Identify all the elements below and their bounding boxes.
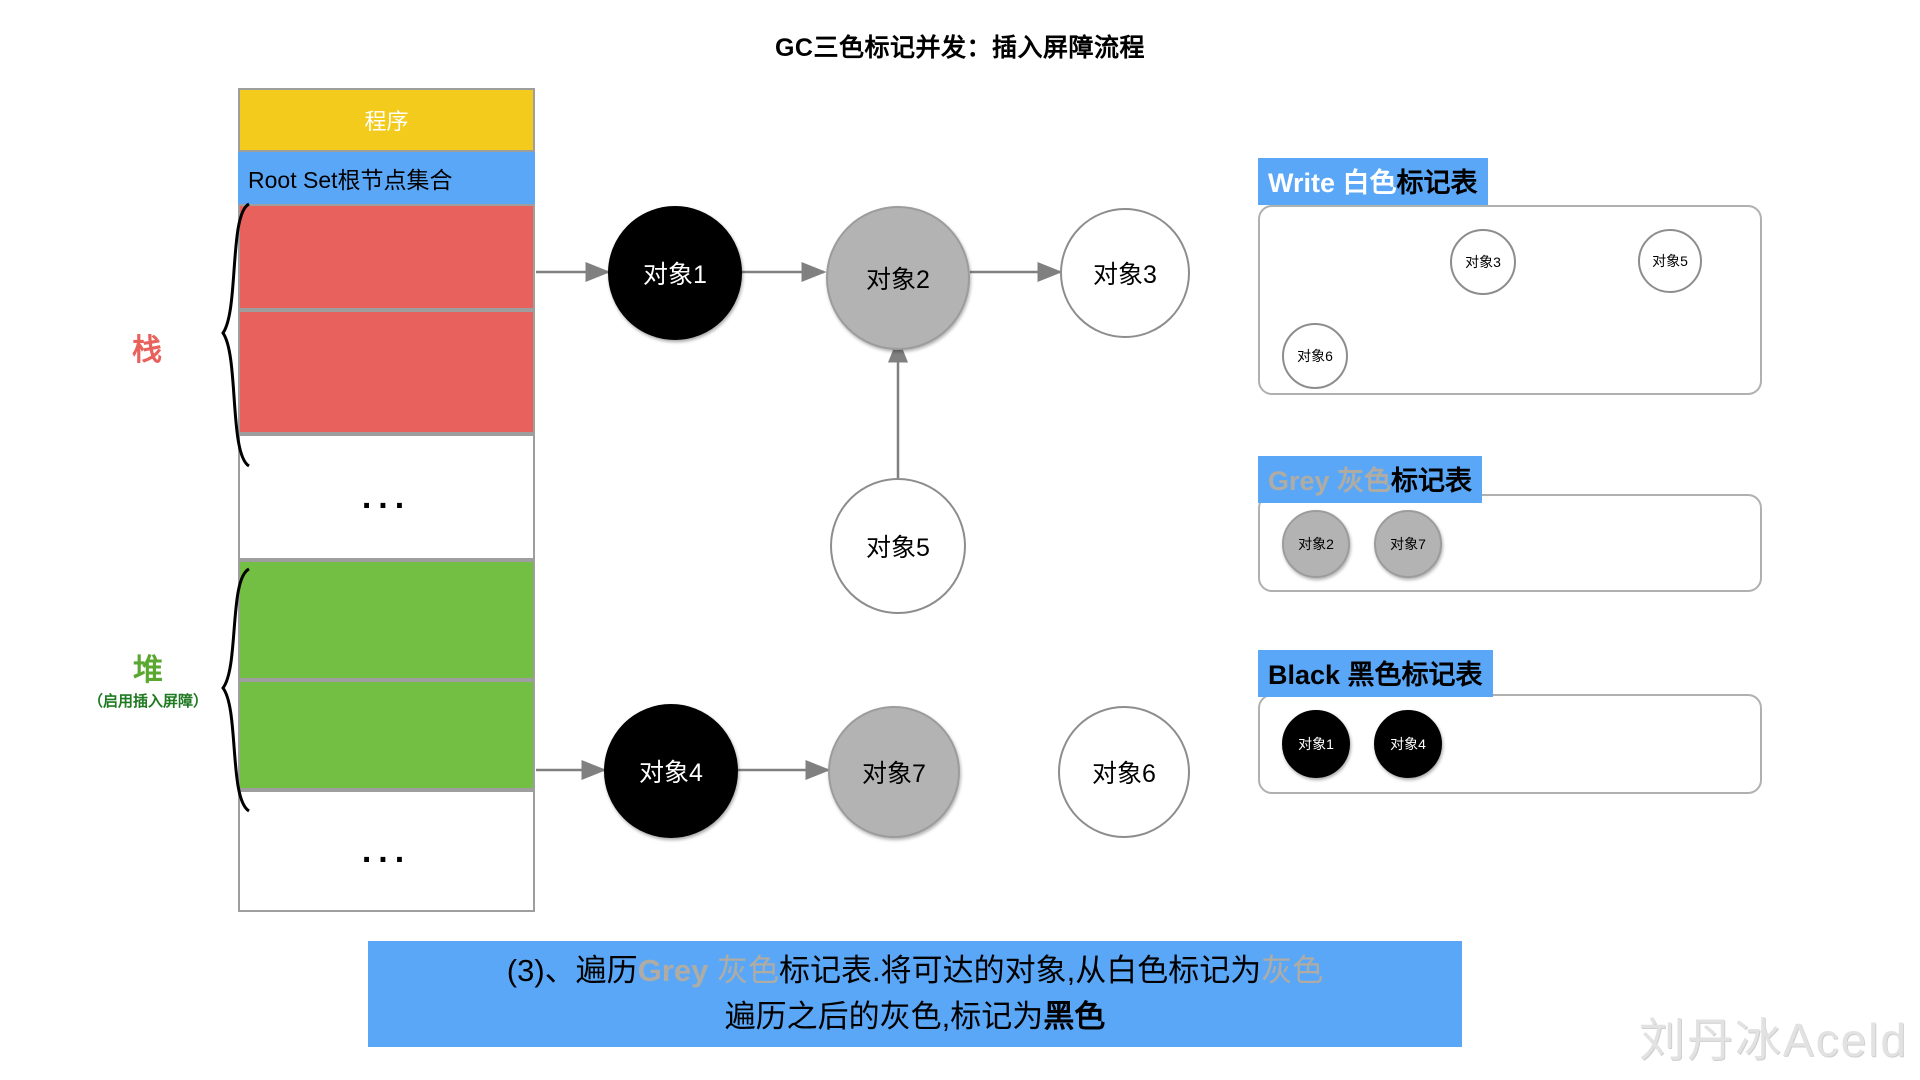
black-table-header-cn: 标记表: [1401, 660, 1483, 690]
caption-bar: (3)、遍历Grey 灰色标记表.将可达的对象,从白色标记为灰色 遍历之后的灰色…: [368, 941, 1462, 1047]
stack-slot-2: [238, 310, 535, 434]
graph-node-obj4[interactable]: 对象4: [604, 704, 738, 838]
white-mark-table[interactable]: 对象3 对象5 对象6: [1258, 205, 1762, 395]
heap-label: 堆: [133, 654, 163, 687]
white-table-item-obj6[interactable]: 对象6: [1282, 323, 1348, 389]
grey-mark-table[interactable]: 对象2 对象7: [1258, 494, 1762, 592]
graph-node-obj3[interactable]: 对象3: [1060, 208, 1190, 338]
white-table-item-obj3[interactable]: 对象3: [1450, 229, 1516, 295]
grey-table-item-obj7[interactable]: 对象7: [1374, 510, 1442, 578]
caption-line1-a: (3)、遍历: [506, 953, 638, 988]
graph-node-obj1[interactable]: 对象1: [608, 206, 742, 340]
heap-slot-2: [238, 680, 535, 790]
heap-slot-1: [238, 560, 535, 680]
caption-line2-bold: 黑色: [1043, 999, 1106, 1034]
root-set-band: Root Set根节点集合: [238, 152, 535, 204]
heap-brace-icon: [221, 567, 251, 813]
white-table-item-obj5[interactable]: 对象5: [1638, 229, 1702, 293]
white-table-header-en: Write 白色: [1268, 168, 1397, 198]
white-table-header-cn: 标记表: [1396, 168, 1478, 198]
grey-table-header-cn: 标记表: [1391, 466, 1473, 496]
caption-line1-b: 标记表.将可达的对象,从白色标记为: [778, 953, 1262, 988]
grey-table-item-obj2[interactable]: 对象2: [1282, 510, 1350, 578]
grey-mark-table-header: Grey 灰色标记表: [1258, 456, 1483, 503]
stack-label: 栈: [132, 334, 162, 367]
caption-line1-grey-cn: 灰色: [716, 953, 779, 988]
stack-ellipsis: ...: [238, 434, 535, 560]
caption-line2-a: 遍历之后的灰色,标记为: [724, 999, 1044, 1034]
program-band: 程序: [238, 88, 535, 152]
stack-slot-1: [238, 204, 535, 310]
caption-line-2: 遍历之后的灰色,标记为黑色: [725, 994, 1106, 1040]
black-mark-table-header: Black 黑色标记表: [1258, 650, 1493, 697]
caption-line1-c: 灰色: [1261, 953, 1324, 988]
caption-line1-grey-en: Grey: [637, 953, 717, 988]
black-table-header-en: Black 黑色: [1268, 660, 1402, 690]
graph-node-obj6[interactable]: 对象6: [1058, 706, 1190, 838]
black-mark-table[interactable]: 对象1 对象4: [1258, 694, 1762, 794]
black-table-item-obj1[interactable]: 对象1: [1282, 710, 1350, 778]
graph-node-obj7[interactable]: 对象7: [828, 706, 960, 838]
heap-sublabel: （启用插入屏障）: [87, 693, 208, 710]
stack-brace-icon: [221, 202, 251, 468]
caption-line-1: (3)、遍历Grey 灰色标记表.将可达的对象,从白色标记为灰色: [507, 948, 1323, 994]
page-title: GC三色标记并发：插入屏障流程: [774, 34, 1145, 62]
grey-table-header-en: Grey 灰色: [1268, 466, 1392, 496]
white-mark-table-header: Write 白色标记表: [1258, 158, 1488, 205]
black-table-item-obj4[interactable]: 对象4: [1374, 710, 1442, 778]
heap-ellipsis: ...: [238, 790, 535, 912]
watermark: 刘丹冰Aceld: [1638, 1014, 1908, 1066]
graph-node-obj2[interactable]: 对象2: [826, 206, 970, 350]
graph-node-obj5[interactable]: 对象5: [830, 478, 966, 614]
